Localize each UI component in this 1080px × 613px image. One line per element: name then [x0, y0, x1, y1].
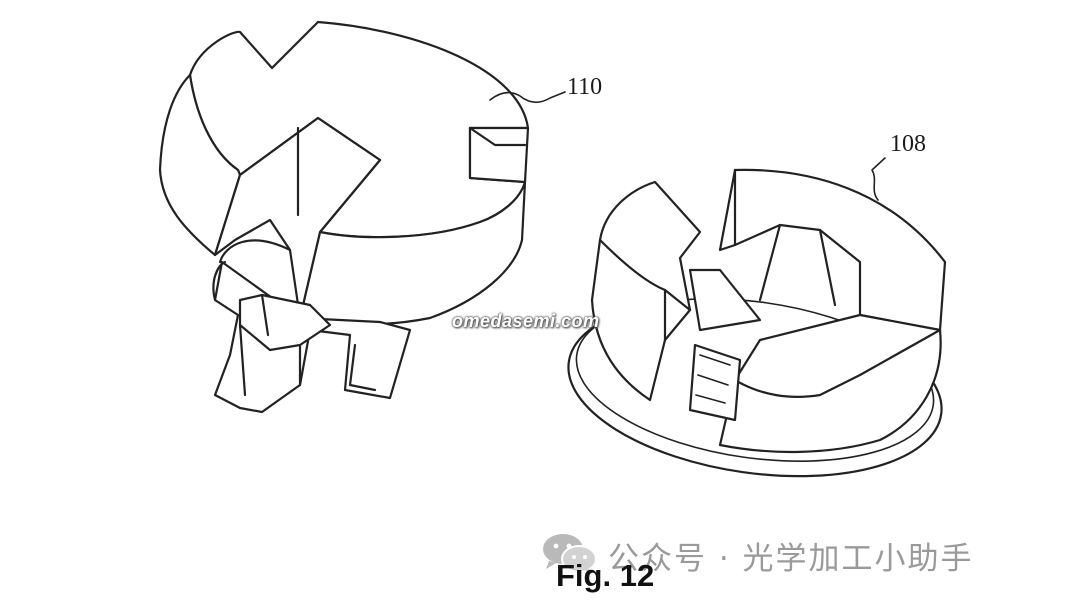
- component-108-back-segment: [733, 168, 947, 332]
- figure-caption: Fig. 12: [556, 558, 655, 593]
- leader-line-110: [489, 91, 566, 104]
- component-110-right-notch: [468, 126, 530, 184]
- watermark-wechat: 公众号 · 光学加工小助手: [608, 541, 974, 577]
- component-110: [158, 20, 566, 414]
- label-108: 108: [890, 131, 926, 157]
- component-108-right-segment: [718, 313, 942, 454]
- label-110: 110: [567, 74, 603, 100]
- wechat-icon: [543, 534, 597, 574]
- leader-line-108: [871, 157, 886, 201]
- component-110-side-face: [158, 73, 242, 257]
- component-108: [567, 157, 947, 478]
- component-108-slot: [688, 268, 762, 332]
- watermark-site: omedasemi.com: [452, 311, 600, 331]
- component-110-notch: [213, 116, 382, 320]
